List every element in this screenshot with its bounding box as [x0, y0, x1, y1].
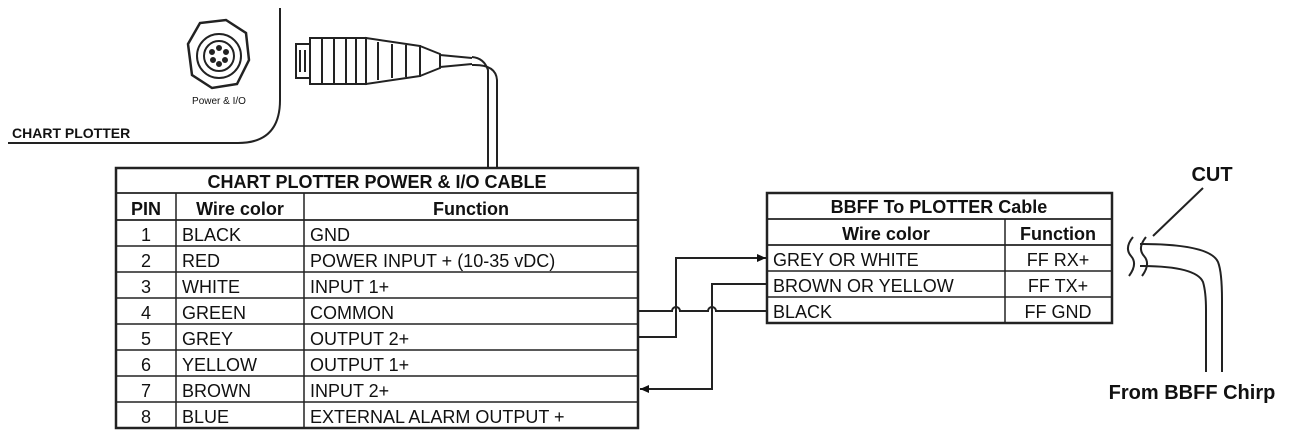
- pin-function: EXTERNAL ALARM OUTPUT +: [310, 407, 565, 427]
- pin-function: INPUT 2+: [310, 381, 389, 401]
- pin-function: OUTPUT 1+: [310, 355, 409, 375]
- cable-plug-icon: [295, 36, 473, 86]
- pin-number: 1: [141, 225, 151, 245]
- wire-color: BROWN: [182, 381, 251, 401]
- header-wire-color: Wire color: [196, 199, 284, 219]
- wire-function: FF GND: [1025, 302, 1092, 322]
- pin-function: INPUT 1+: [310, 277, 389, 297]
- cut-label: CUT: [1191, 164, 1232, 186]
- table-row: 1 BLACK GND: [141, 225, 350, 245]
- wire-color: YELLOW: [182, 355, 257, 375]
- bbff-cable: [1127, 187, 1223, 372]
- chart-plotter-housing: [8, 8, 281, 144]
- table-row: 5 GREY OUTPUT 2+: [141, 329, 409, 349]
- pin-function: COMMON: [310, 303, 394, 323]
- pin-number: 4: [141, 303, 151, 323]
- table-row: 8 BLUE EXTERNAL ALARM OUTPUT +: [141, 407, 565, 427]
- main-table: [114, 166, 640, 430]
- pin-function: POWER INPUT + (10-35 vDC): [310, 251, 555, 271]
- wire-color: BLACK: [773, 302, 832, 322]
- pin-number: 2: [141, 251, 151, 271]
- power-connector-icon: [186, 18, 251, 90]
- table-row: GREY OR WHITE FF RX+: [773, 250, 1089, 270]
- connection-common-to-gnd: [638, 306, 767, 312]
- pin-number: 6: [141, 355, 151, 375]
- wire-color: GREY: [182, 329, 233, 349]
- header-function: Function: [433, 199, 509, 219]
- wire-color: BLUE: [182, 407, 229, 427]
- pin-number: 3: [141, 277, 151, 297]
- table-row: 3 WHITE INPUT 1+: [141, 277, 389, 297]
- source-label: From BBFF Chirp: [1109, 382, 1276, 404]
- wire-function: FF TX+: [1028, 276, 1088, 296]
- wire-function: FF RX+: [1027, 250, 1090, 270]
- bbff-header-function: Function: [1020, 224, 1096, 244]
- table-row: 2 RED POWER INPUT + (10-35 vDC): [141, 251, 555, 271]
- connection-grey-to-rx: [638, 254, 766, 338]
- wire-color: BROWN OR YELLOW: [773, 276, 954, 296]
- table-row: BROWN OR YELLOW FF TX+: [773, 276, 1088, 296]
- table-row: 7 BROWN INPUT 2+: [141, 381, 389, 401]
- wire-color: WHITE: [182, 277, 240, 297]
- table-row: 4 GREEN COMMON: [141, 303, 394, 323]
- pin-function: OUTPUT 2+: [310, 329, 409, 349]
- wire-color: BLACK: [182, 225, 241, 245]
- wire-color: GREY OR WHITE: [773, 250, 919, 270]
- pin-number: 5: [141, 329, 151, 349]
- connection-tx-to-brown: [640, 283, 767, 393]
- bbff-table: [765, 191, 1114, 325]
- header-pin: PIN: [131, 199, 161, 219]
- bbff-table-title: BBFF To PLOTTER Cable: [831, 197, 1048, 217]
- connector-label: Power & I/O: [192, 96, 246, 107]
- wire-color: RED: [182, 251, 220, 271]
- bbff-header-wire-color: Wire color: [842, 224, 930, 244]
- table-row: BLACK FF GND: [773, 302, 1092, 322]
- connection-lines: [638, 254, 767, 393]
- pin-function: GND: [310, 225, 350, 245]
- pin-number: 8: [141, 407, 151, 427]
- plotter-cable: [471, 56, 498, 167]
- pin-number: 7: [141, 381, 151, 401]
- table-row: 6 YELLOW OUTPUT 1+: [141, 355, 409, 375]
- main-table-title: CHART PLOTTER POWER & I/O CABLE: [208, 172, 547, 192]
- wire-color: GREEN: [182, 303, 246, 323]
- panel-label: CHART PLOTTER: [12, 125, 130, 141]
